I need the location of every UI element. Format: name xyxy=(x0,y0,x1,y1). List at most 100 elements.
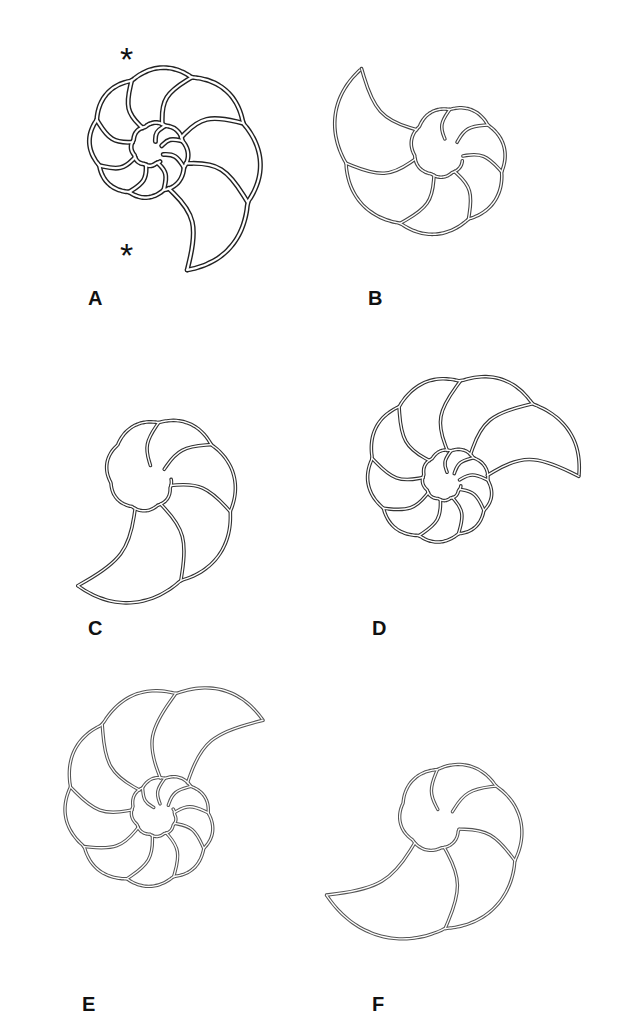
chamber-wall-core xyxy=(399,407,429,461)
chamber-wall-core xyxy=(459,475,487,480)
chamber-wall-core xyxy=(372,458,423,479)
chamber-wall xyxy=(362,69,417,130)
chamber-wall xyxy=(431,770,437,810)
chamber-wall-core xyxy=(445,451,451,472)
chamber-wall-core xyxy=(171,485,230,512)
chamber-wall xyxy=(368,377,580,542)
chamber-wall-core xyxy=(168,188,193,270)
chamber-wall xyxy=(454,458,473,474)
chamber-wall-core xyxy=(127,835,153,879)
chamber-wall-core xyxy=(452,786,495,812)
shell-drawing xyxy=(335,69,505,235)
shell-drawing xyxy=(326,764,521,938)
chamber-wall-core xyxy=(99,157,135,168)
chamber-wall xyxy=(487,459,579,476)
chamber-wall-core xyxy=(459,489,484,510)
panel-letter: D xyxy=(372,618,386,638)
chamber-wall-core xyxy=(155,126,165,142)
chamber-wall xyxy=(455,172,471,220)
shell-drawing xyxy=(65,688,263,887)
chamber-wall-core xyxy=(78,508,135,585)
chamber-wall xyxy=(158,778,165,803)
chamber-wall xyxy=(335,70,505,234)
shell-drawing xyxy=(89,68,260,270)
chamber-wall-core xyxy=(187,720,263,783)
chamber-wall xyxy=(162,77,192,124)
chamber-wall xyxy=(186,163,248,202)
chamber-wall xyxy=(143,788,154,808)
chamber-wall-core xyxy=(174,807,208,813)
chamber-wall xyxy=(161,504,184,580)
chamber-wall xyxy=(168,188,193,270)
chamber-wall-core xyxy=(457,125,488,142)
chamber-wall-core xyxy=(463,155,502,172)
chamber-wall xyxy=(78,420,235,602)
chamber-wall-core xyxy=(470,404,532,455)
chamber-wall-core xyxy=(158,778,165,803)
chamber-wall-core xyxy=(157,163,165,190)
chamber-wall-core xyxy=(174,823,203,848)
chamber-wall xyxy=(445,451,451,472)
shell-drawing xyxy=(78,420,236,602)
chamber-wall xyxy=(419,499,440,535)
chamber-wall-core xyxy=(147,423,159,466)
chamber-wall-core xyxy=(143,788,154,808)
asterisk-mark: * xyxy=(120,42,133,76)
chamber-wall-core xyxy=(128,81,142,128)
chamber-wall-core xyxy=(327,764,522,938)
chamber-wall-core xyxy=(487,459,579,476)
chamber-wall-core xyxy=(346,159,415,173)
chamber-wall xyxy=(147,423,159,466)
chamber-wall xyxy=(452,786,495,812)
chamber-wall-core xyxy=(452,497,461,533)
chamber-wall-core xyxy=(440,381,460,450)
chamber-wall-core xyxy=(84,827,138,848)
panel-letter: A xyxy=(88,288,102,308)
chamber-wall xyxy=(89,68,260,270)
chamber-wall-core xyxy=(442,110,450,139)
chamber-wall xyxy=(400,175,434,223)
chamber-wall xyxy=(326,843,414,895)
chamber-wall-core xyxy=(455,172,471,220)
chamber-wall-core xyxy=(162,77,192,124)
chamber-wall-core xyxy=(383,492,428,509)
chamber-wall-core xyxy=(163,154,184,167)
chamber-wall xyxy=(470,404,532,455)
chamber-wall-core xyxy=(102,725,139,790)
chamber-wall xyxy=(70,787,132,812)
chamber-wall-core xyxy=(444,847,457,928)
chamber-wall xyxy=(171,485,230,512)
chamber-wall-core xyxy=(168,786,191,805)
chamber-wall-core xyxy=(162,140,183,146)
chamber-wall xyxy=(174,823,203,848)
shell-drawing xyxy=(368,377,580,542)
chamber-wall xyxy=(97,120,133,142)
chamber-wall-core xyxy=(368,377,580,542)
chamber-wall-core xyxy=(129,165,146,192)
chamber-wall xyxy=(181,119,243,138)
panel-letter: B xyxy=(368,288,382,308)
chamber-wall-core xyxy=(164,445,211,470)
asterisk-mark: * xyxy=(120,238,133,272)
chamber-wall-core xyxy=(161,504,184,580)
panel-letter: C xyxy=(88,618,102,638)
chamber-wall-core xyxy=(362,69,417,130)
chamber-wall xyxy=(372,458,423,479)
chamber-wall-core xyxy=(181,119,243,138)
chamber-wall-core xyxy=(152,693,176,778)
chamber-wall xyxy=(166,833,177,877)
chamber-wall xyxy=(128,81,142,128)
chamber-wall-core xyxy=(459,829,515,860)
chamber-wall-core xyxy=(78,420,235,602)
chamber-wall xyxy=(78,508,135,585)
chamber-wall-core xyxy=(166,833,177,877)
chamber-wall xyxy=(163,154,184,167)
chamber-wall-core xyxy=(431,770,437,810)
chamber-wall xyxy=(168,786,191,805)
chamber-wall xyxy=(459,475,487,480)
chamber-wall-core xyxy=(326,843,414,895)
chamber-wall xyxy=(127,835,153,879)
chamber-wall xyxy=(452,497,461,533)
